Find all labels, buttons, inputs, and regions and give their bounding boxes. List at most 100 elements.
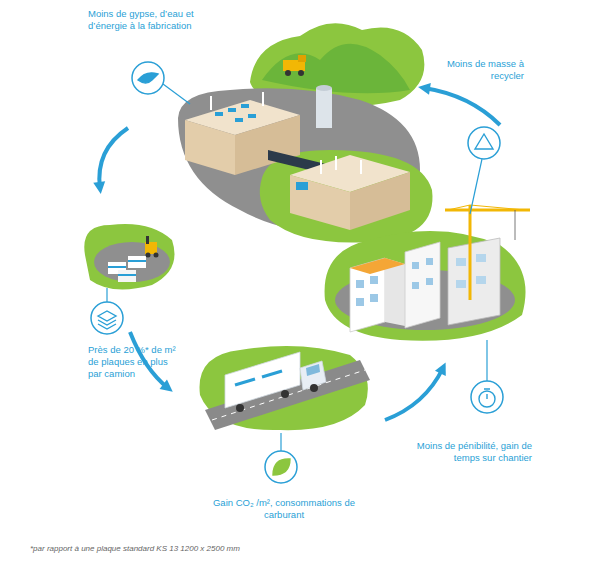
caption-text: Moins de masse à recycler: [440, 58, 524, 82]
truck: [235, 379, 255, 385]
icon-symbol: [273, 459, 290, 475]
buildings: [356, 298, 364, 306]
leader-line: [470, 159, 482, 214]
buildings: [448, 205, 525, 210]
pallets: [128, 260, 146, 262]
pallets: [94, 242, 170, 282]
pallets: [84, 224, 174, 289]
icon-symbol: [138, 73, 158, 83]
icon-circle: [265, 451, 297, 483]
factory: [320, 160, 322, 174]
buildings: [426, 258, 433, 265]
pallets: [118, 270, 136, 282]
factory: [210, 96, 212, 110]
footnote: *par rapport à une plaque standard KS 13…: [30, 544, 240, 553]
buildings: [456, 258, 466, 266]
leader-line: [280, 433, 281, 451]
caption-text: Gain CO₂ /m², consommations de carburant: [210, 497, 358, 521]
leader-line: [107, 84, 487, 451]
factory: [248, 114, 256, 118]
buildings: [456, 280, 466, 288]
factory: [260, 150, 433, 243]
factory: [290, 175, 350, 230]
icon-caption: Moins de masse à recycler: [440, 58, 524, 82]
pallets: [118, 274, 136, 276]
buildings: [370, 294, 378, 302]
buildings: [476, 254, 486, 262]
icon-caption: Moins de pénibilité, gain de temps sur c…: [390, 440, 532, 464]
buildings: [515, 210, 516, 240]
hill: [298, 55, 306, 62]
pallets: [154, 253, 159, 258]
buildings: [469, 205, 472, 300]
icon-symbol: [98, 320, 116, 325]
factory: [268, 150, 330, 175]
factory: [178, 85, 432, 243]
pallets: [108, 266, 126, 268]
buildings: [325, 205, 530, 341]
pallets: [128, 256, 146, 268]
icon-caption: Gain CO₂ /m², consommations de carburant: [210, 497, 358, 521]
factory: [296, 182, 308, 190]
icon-circle: [468, 127, 500, 159]
truck: [262, 371, 282, 377]
caption-text: Moins de pénibilité, gain de temps sur c…: [390, 440, 532, 464]
factory: [185, 120, 235, 175]
pallets: [84, 224, 174, 289]
factory: [350, 172, 410, 230]
truck: [225, 352, 300, 408]
leader-line: [486, 340, 487, 381]
icon-symbol: [98, 73, 495, 475]
truck: [281, 390, 289, 398]
icon-circle: [132, 62, 164, 94]
leader-line: [163, 84, 190, 104]
factory: [262, 92, 264, 106]
factory: [335, 156, 337, 170]
factory: [235, 118, 243, 122]
factory: [316, 88, 332, 128]
icon-circle: [91, 62, 503, 483]
icon-caption: Moins de gypse, d’eau et d’énergie à la …: [88, 8, 212, 32]
cycle-arrow: [424, 88, 500, 125]
pallets: [146, 253, 151, 258]
buildings: [356, 280, 364, 288]
cycle-arrow: [385, 368, 443, 420]
icon-caption: Près de 20 %* de m² de plaques en plus p…: [88, 344, 184, 380]
hill: [285, 70, 291, 76]
leader-line: [106, 288, 107, 302]
caption-text: Près de 20 %* de m² de plaques en plus p…: [88, 344, 184, 380]
pallets: [146, 236, 149, 244]
caption-text: Moins de gypse, d’eau et d’énergie à la …: [88, 8, 212, 32]
factory: [360, 160, 362, 174]
buildings: [448, 238, 500, 325]
buildings: [412, 282, 419, 289]
buildings: [325, 231, 526, 341]
factory: [228, 108, 236, 112]
factory: [215, 112, 223, 116]
hill: [298, 70, 304, 76]
buildings: [426, 278, 433, 285]
icon-circle: [91, 302, 123, 334]
icon-symbol: [484, 389, 490, 399]
icon-symbol: [98, 324, 116, 329]
truck: [236, 404, 244, 412]
factory: [235, 115, 300, 175]
buildings: [370, 276, 378, 284]
truck: [306, 364, 320, 376]
buildings: [476, 276, 486, 284]
factory: [316, 85, 332, 91]
cycle-arrow: [99, 128, 128, 188]
icon-symbol: [475, 134, 493, 149]
icon-circle: [471, 381, 503, 413]
buildings: [405, 242, 440, 328]
icon-symbol: [98, 311, 116, 321]
cycle-arrow: [99, 88, 500, 420]
buildings: [412, 262, 419, 269]
buildings: [350, 258, 405, 274]
factory: [241, 104, 249, 108]
truck: [310, 384, 318, 392]
truck: [200, 346, 371, 430]
hill: [262, 44, 410, 94]
